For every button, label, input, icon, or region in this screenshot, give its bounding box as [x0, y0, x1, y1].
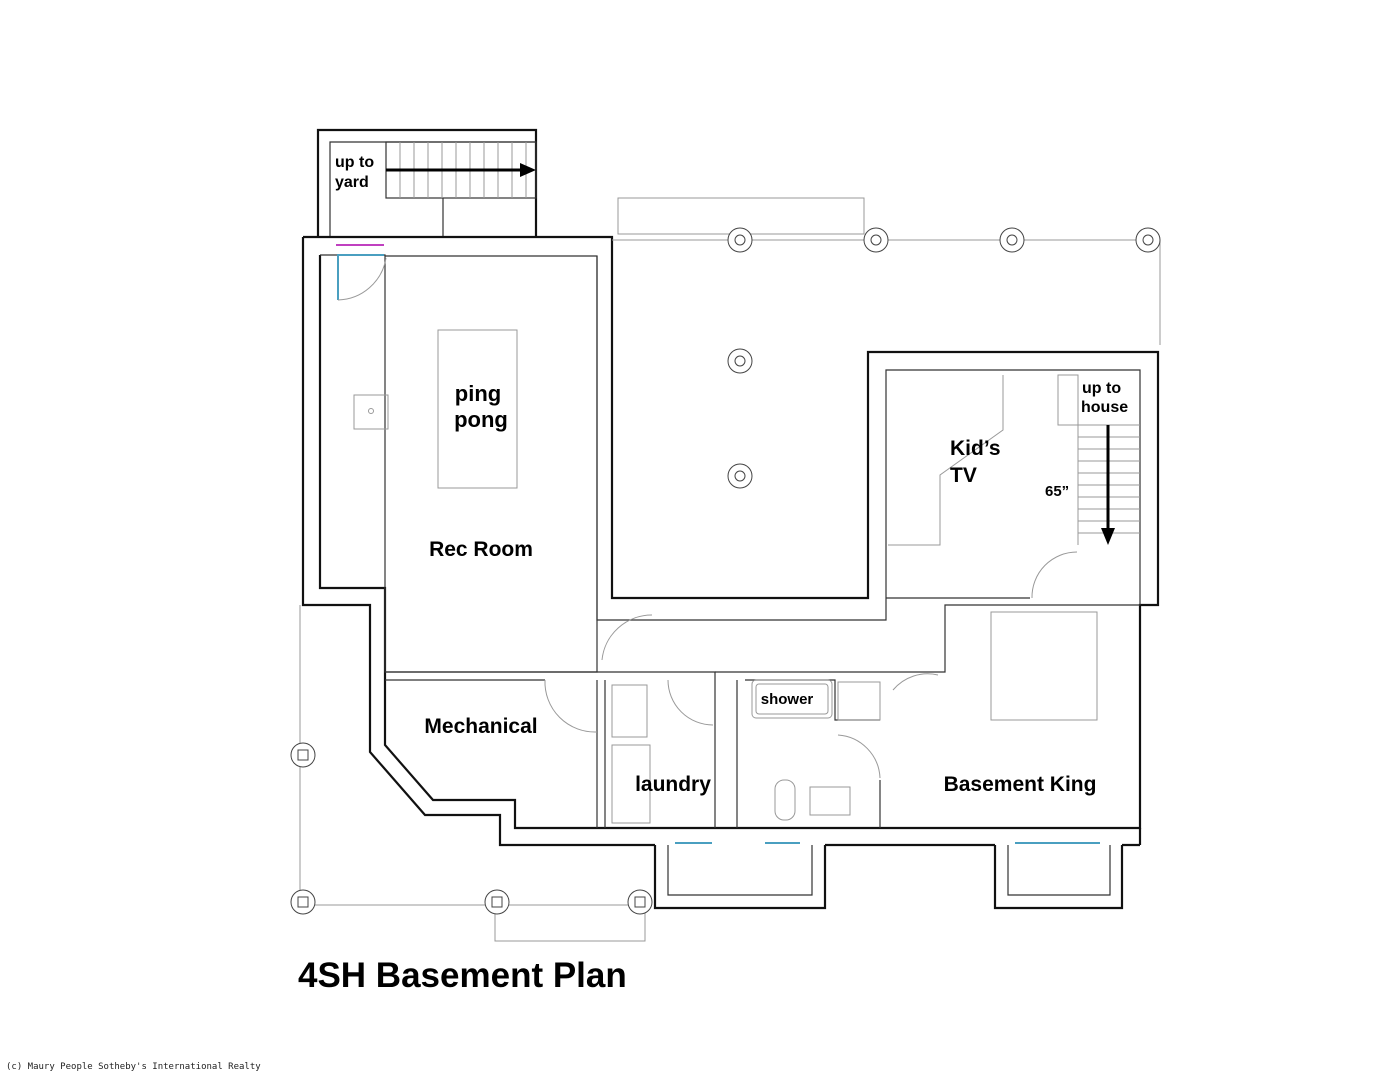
label-pong: pong — [454, 407, 508, 432]
column — [627, 889, 653, 915]
label-up-to-house-2: house — [1081, 399, 1128, 416]
label-kids-tv-1: Kid’s — [950, 437, 1001, 460]
label-up-to-yard-2: yard — [335, 174, 369, 191]
label-up-to-house-1: up to — [1082, 380, 1121, 397]
column — [1135, 227, 1161, 253]
walls — [301, 235, 1160, 910]
column — [727, 348, 753, 374]
column — [484, 889, 510, 915]
label-mechanical: Mechanical — [424, 715, 537, 738]
deck — [299, 197, 1161, 942]
arrow-head-icon — [520, 163, 536, 177]
label-shower: shower — [761, 691, 814, 708]
label-kids-tv-2: TV — [950, 464, 977, 487]
column — [727, 227, 753, 253]
ping-pong-table — [437, 329, 518, 489]
label-up-to-yard-1: up to — [335, 154, 374, 171]
column — [290, 742, 316, 768]
plan-title: 4SH Basement Plan — [298, 956, 627, 995]
column — [727, 463, 753, 489]
column — [290, 889, 316, 915]
columns — [290, 227, 1161, 915]
label-basement-king: Basement King — [944, 773, 1097, 796]
label-ping: ping — [455, 381, 501, 406]
label-tv-size: 65” — [1045, 483, 1069, 500]
column — [999, 227, 1025, 253]
yard-stair — [316, 128, 538, 237]
label-laundry: laundry — [635, 773, 711, 796]
bed — [990, 611, 1098, 721]
arrow-down-icon — [1101, 528, 1115, 545]
label-rec-room: Rec Room — [429, 538, 533, 561]
copyright: (c) Maury People Sotheby's International… — [6, 1062, 261, 1072]
doors — [337, 257, 1078, 779]
column — [863, 227, 889, 253]
